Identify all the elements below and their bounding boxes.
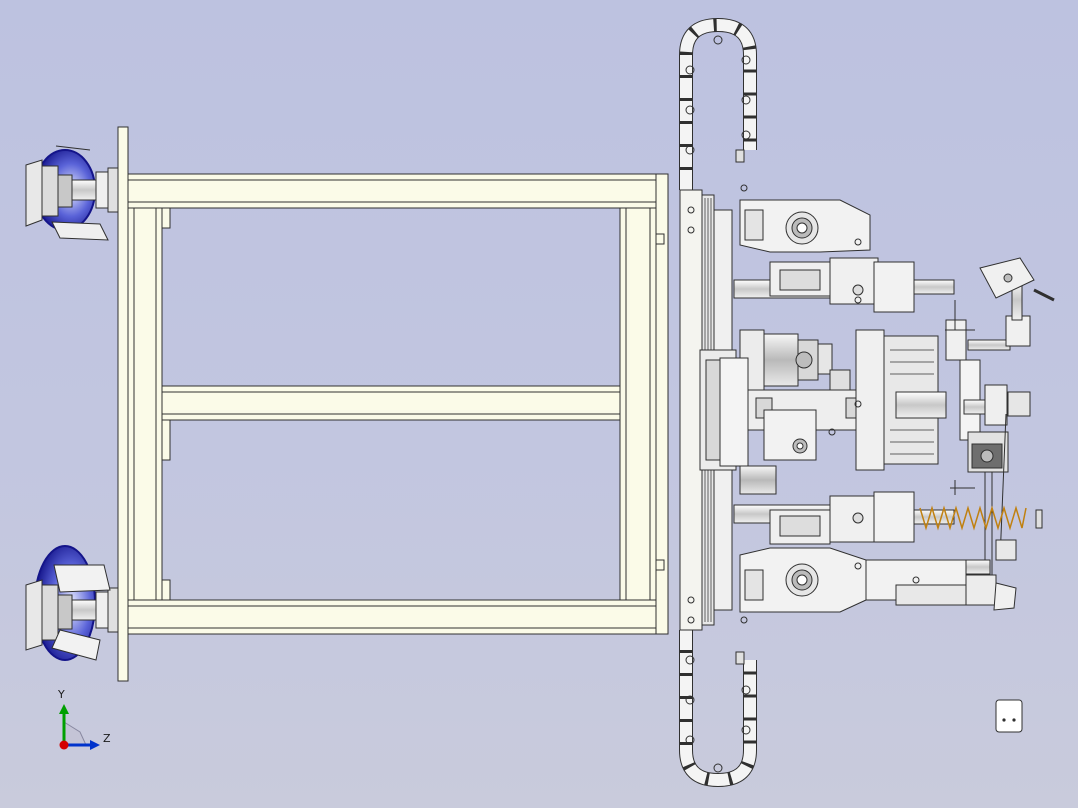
frame-end-plate [655,173,669,635]
triad-z-label: Z [103,732,111,745]
triad-y-label: Y [58,688,65,701]
wheel-top [25,145,119,241]
frame-right-post [619,207,657,601]
main-frame [117,126,669,682]
compression-spring [919,505,1027,531]
frame-left-post [127,207,163,601]
wheel-bottom [25,545,119,661]
cable-chain [679,17,757,788]
frame-bottom-rail [127,599,669,635]
frame-middle-rail [161,385,621,421]
origin-marker-icon [995,699,1023,733]
orientation-triad-icon [59,704,100,750]
gripper-assembly [687,184,1055,624]
frame-top-rail [127,173,669,209]
frame-left-plate [117,126,129,682]
linear-guide-plate [679,189,737,631]
